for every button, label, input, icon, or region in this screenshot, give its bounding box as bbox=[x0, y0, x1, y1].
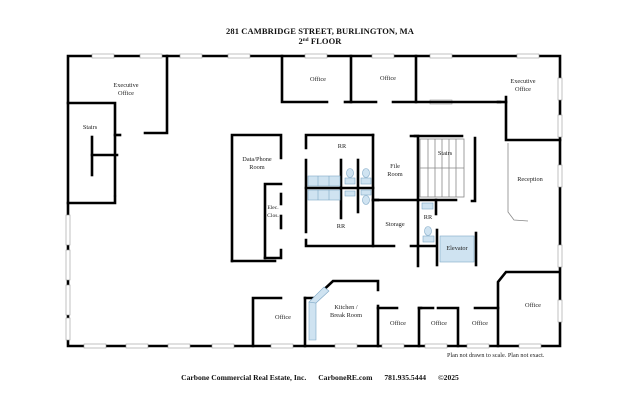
plan-title-floor: 2nd FLOOR bbox=[0, 36, 640, 46]
floor-word: FLOOR bbox=[310, 36, 342, 46]
room-label-stairs-left: Stairs bbox=[82, 124, 98, 131]
footer: Carbone Commercial Real Estate, Inc. Car… bbox=[0, 373, 640, 382]
scale-disclaimer: Plan not drawn to scale. Plan not exact. bbox=[447, 352, 545, 359]
floor-suffix: nd bbox=[302, 38, 309, 43]
room-label-storage: Storage bbox=[385, 221, 405, 228]
room-label-executive-office-left: Executive Office bbox=[113, 82, 139, 97]
interior-walls bbox=[66, 54, 562, 348]
elevator-car bbox=[439, 235, 475, 263]
room-label-stairs-center: Stairs bbox=[437, 150, 453, 157]
reception-desk bbox=[507, 143, 529, 222]
kitchen-counter bbox=[308, 286, 330, 341]
room-label-rr-upper: RR bbox=[337, 143, 347, 150]
restroom-fixtures bbox=[307, 168, 435, 243]
exterior-walls bbox=[66, 54, 562, 348]
stair-treads bbox=[419, 138, 465, 198]
room-label-office-bottom-4: Office bbox=[472, 320, 488, 327]
room-label-elevator: Elevator bbox=[446, 245, 468, 252]
room-label-office-bottom-1: Office bbox=[275, 314, 291, 321]
room-label-rr-small: RR bbox=[423, 214, 433, 221]
room-label-office-bottom-right: Office bbox=[525, 302, 541, 309]
room-label-office-bottom-3: Office bbox=[431, 320, 447, 327]
plan-title-address: 281 CAMBRIDGE STREET, BURLINGTON, MA bbox=[226, 26, 414, 36]
footer-website: CarboneRE.com bbox=[318, 373, 373, 382]
room-label-kitchen-break-room: Kitchen / Break Room bbox=[329, 304, 363, 319]
room-label-data-phone-room: Data/Phone Room bbox=[242, 156, 272, 171]
room-label-file-room: File Room bbox=[387, 163, 403, 178]
footer-copyright: ©2025 bbox=[437, 373, 459, 382]
room-label-reception: Reception bbox=[517, 176, 543, 183]
footer-company: Carbone Commercial Real Estate, Inc. bbox=[181, 373, 307, 382]
footer-phone: 781.935.5444 bbox=[384, 373, 427, 382]
room-label-elec-closet: Elec. Clos. bbox=[267, 205, 279, 219]
room-label-executive-office-right: Executive Office bbox=[510, 78, 536, 93]
room-label-rr-lower: RR bbox=[336, 223, 346, 230]
room-label-office-top-2: Office bbox=[380, 75, 396, 82]
floor-number: 2 bbox=[298, 36, 303, 46]
room-label-office-top-1: Office bbox=[310, 76, 326, 83]
room-label-office-bottom-2: Office bbox=[390, 320, 406, 327]
